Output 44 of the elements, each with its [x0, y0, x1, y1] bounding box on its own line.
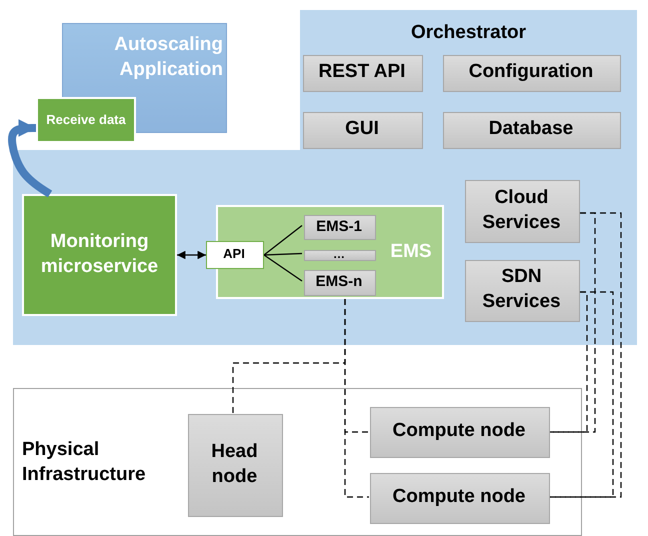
process-box [36, 97, 136, 143]
box-label: EMS-n [314, 272, 364, 292]
connector-line [549, 212, 622, 498]
component-box [443, 55, 621, 92]
arrow [177, 250, 206, 260]
component-box [188, 414, 283, 517]
box-label: Head node [210, 440, 259, 488]
box-label: Receive data [45, 110, 127, 129]
connector-line [264, 254, 302, 282]
box-label: API [222, 244, 246, 263]
box-label: Monitoring microservice [40, 230, 160, 279]
connector-line [264, 252, 302, 256]
box-label: Compute node [392, 485, 526, 510]
component-box [370, 407, 550, 458]
component-box [304, 270, 376, 296]
component-box [370, 473, 550, 524]
box-label: REST API [318, 60, 406, 84]
component-box [465, 260, 580, 322]
box-label: EMS [389, 240, 433, 264]
box-label: GUI [344, 117, 380, 142]
box-label: Physical Infrastructure [22, 438, 147, 487]
connector-line [344, 299, 369, 498]
component-box [304, 215, 376, 240]
interface-box [206, 241, 264, 269]
box-label: SDN Services [481, 265, 562, 314]
process-box [22, 194, 177, 316]
component-box [303, 55, 423, 92]
box-label: Compute node [392, 419, 526, 444]
box-label: Autoscaling Application [113, 33, 223, 82]
box-label: Database [488, 117, 574, 142]
curved-arrow [8, 119, 52, 198]
component-box [465, 180, 580, 243]
component-box [304, 250, 376, 261]
box-label: Configuration [468, 60, 594, 84]
box-label: EMS-1 [315, 216, 363, 237]
group-box [216, 205, 444, 299]
box-label: … [332, 251, 346, 258]
box-label: Cloud Services [481, 186, 562, 234]
connector-line [264, 225, 302, 256]
infrastructure-frame [13, 388, 582, 536]
component-box [443, 112, 621, 149]
connector-line [549, 291, 614, 498]
component-box [303, 112, 423, 149]
panel-title: Orchestrator [410, 20, 528, 45]
